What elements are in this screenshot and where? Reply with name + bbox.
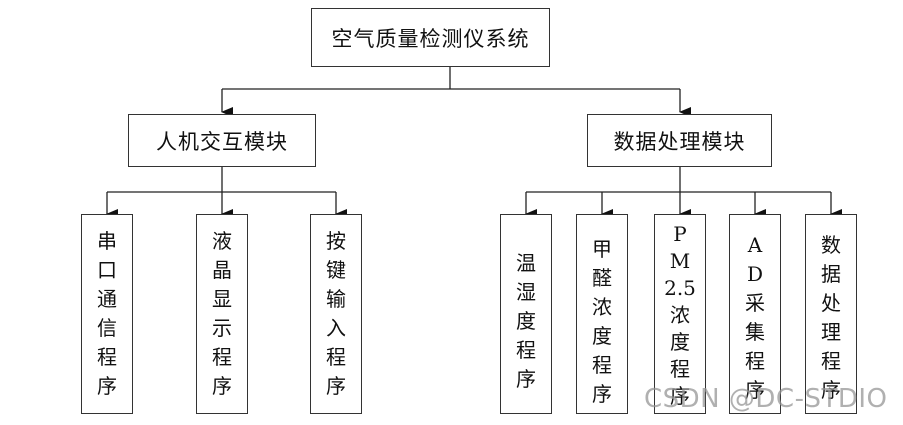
leaf-char: 序 xyxy=(212,374,232,398)
leaf-char: 温 xyxy=(516,251,536,275)
leaf-char: 度 xyxy=(516,309,536,333)
leaf-char: 处 xyxy=(821,291,841,315)
leaf-char: 度 xyxy=(670,330,690,354)
leaf-temp-humidity: 温湿度程序 xyxy=(500,214,552,414)
leaf-char: 串 xyxy=(97,229,117,253)
leaf-char: 集 xyxy=(745,320,765,344)
leaf-char: 程 xyxy=(821,349,841,373)
root-label: 空气质量检测仪系统 xyxy=(331,26,530,51)
leaf-char: 序 xyxy=(821,378,841,402)
root-node: 空气质量检测仪系统 xyxy=(311,8,550,67)
leaf-char: D xyxy=(746,262,764,286)
leaf-key-input: 按键输入程序 xyxy=(310,214,362,414)
leaf-char: 晶 xyxy=(212,258,232,282)
leaf-char: 序 xyxy=(670,384,690,408)
leaf-serial-comm: 串口通信程序 xyxy=(81,214,133,414)
leaf-char: 度 xyxy=(592,324,612,348)
leaf-char: 通 xyxy=(97,287,117,311)
leaf-char: 湿 xyxy=(516,280,536,304)
leaf-char: 序 xyxy=(326,374,346,398)
leaf-char: 醛 xyxy=(592,266,612,290)
leaf-char: 序 xyxy=(592,382,612,406)
leaf-char: 甲 xyxy=(592,237,612,261)
leaf-char: 序 xyxy=(516,367,536,391)
watermark-text: CSDN @DC-STDIO xyxy=(644,384,888,414)
leaf-char: 程 xyxy=(212,345,232,369)
leaf-char: 采 xyxy=(745,291,765,315)
leaf-char: 键 xyxy=(326,258,346,282)
leaf-char: 浓 xyxy=(670,303,690,327)
leaf-char: 口 xyxy=(97,258,117,282)
leaf-char: 示 xyxy=(212,316,232,340)
leaf-char: 按 xyxy=(326,229,346,253)
leaf-char: 2.5 xyxy=(664,276,696,300)
module-hmi: 人机交互模块 xyxy=(128,114,316,167)
leaf-char: 据 xyxy=(821,262,841,286)
leaf-char: A xyxy=(747,233,763,257)
leaf-char: 输 xyxy=(326,287,346,311)
leaf-char: 信 xyxy=(97,316,117,340)
leaf-char: 程 xyxy=(516,338,536,362)
leaf-char: 数 xyxy=(821,233,841,257)
leaf-char: 程 xyxy=(670,357,690,381)
leaf-char: 入 xyxy=(326,316,346,340)
leaf-formaldehyde: 甲醛浓度程序 xyxy=(576,214,628,414)
leaf-char: 程 xyxy=(745,349,765,373)
leaf-char: 程 xyxy=(97,345,117,369)
leaf-char: 浓 xyxy=(592,295,612,319)
leaf-char: 序 xyxy=(97,374,117,398)
leaf-char: 理 xyxy=(821,320,841,344)
leaf-char: 序 xyxy=(745,378,765,402)
leaf-char: M xyxy=(669,249,691,273)
leaf-lcd-display: 液晶显示程序 xyxy=(196,214,248,414)
leaf-data-processing: 数据处理程序 xyxy=(805,214,857,414)
leaf-char: 程 xyxy=(592,353,612,377)
leaf-char: 显 xyxy=(212,287,232,311)
leaf-char: 程 xyxy=(326,345,346,369)
leaf-char: 液 xyxy=(212,229,232,253)
module-data: 数据处理模块 xyxy=(587,114,772,167)
leaf-char: P xyxy=(673,222,687,246)
module-data-label: 数据处理模块 xyxy=(613,129,746,154)
module-hmi-label: 人机交互模块 xyxy=(156,129,288,154)
